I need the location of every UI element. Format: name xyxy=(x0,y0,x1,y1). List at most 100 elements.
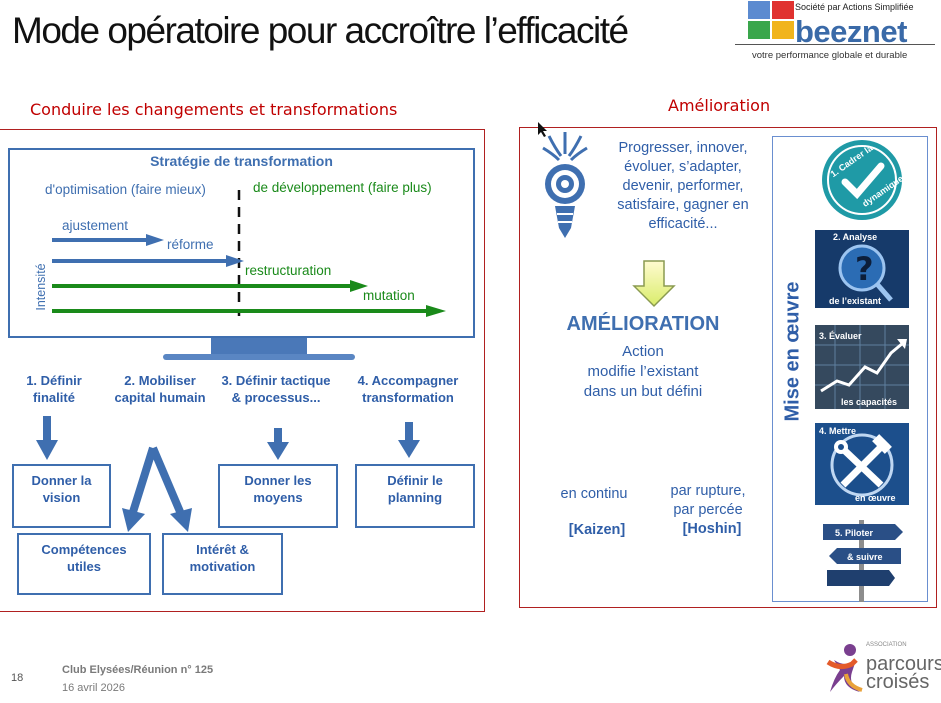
right-panel xyxy=(519,127,937,608)
box-competences-line1: Compétences xyxy=(41,542,127,557)
mouse-cursor-icon xyxy=(538,122,547,137)
label-reforme: réforme xyxy=(167,237,214,252)
tile-2-bottom: de l’existant xyxy=(829,296,882,306)
arrow-down-icon xyxy=(267,428,289,460)
logo-name: beeznet xyxy=(795,14,907,49)
strategy-arrows xyxy=(52,190,446,317)
beeznet-logo-mark-icon xyxy=(748,1,794,39)
progress-line-2: évoluer, s’adapter, xyxy=(624,159,742,175)
definition-line-1: Action xyxy=(622,343,664,360)
tile-mettre: 4. Mettre en œuvre xyxy=(815,423,909,505)
step-2: 2. Mobiliser capital humain xyxy=(104,372,216,406)
step-2-sub: capital humain xyxy=(114,390,206,405)
box-moyens: Donner les moyens xyxy=(218,464,338,528)
step-1: 1. Définir finalité xyxy=(8,372,100,406)
tile-3-bottom: les capacités xyxy=(841,397,898,407)
step-4-sub: transformation xyxy=(362,390,454,405)
box-interet: Intérêt & motivation xyxy=(162,533,283,595)
definition-line-2: modifie l’existant xyxy=(587,363,699,380)
slide-title: Mode opératoire pour accroître l’efficac… xyxy=(12,10,629,51)
partner-line-1: parcours xyxy=(866,653,941,675)
partner-name: parcours croisés xyxy=(866,653,941,693)
yellow-down-arrow-icon xyxy=(632,260,676,308)
monitor-stand-neck xyxy=(211,338,307,358)
step-2-num: 2. Mobiliser xyxy=(124,373,196,388)
box-interet-line1: Intérêt & xyxy=(196,542,249,557)
label-restructuration: restructuration xyxy=(245,263,332,278)
step-1-sub: finalité xyxy=(33,390,75,405)
box-vision-line2: vision xyxy=(42,490,81,505)
arrow-tip-right xyxy=(170,508,192,532)
tile-piloter: 5. Piloter & suivre xyxy=(815,516,909,602)
amelioration-definition: Action modifie l’existant dans un but dé… xyxy=(545,342,741,402)
tile-cadrer: 1. Cadrer la dynamique xyxy=(815,138,909,222)
step-4-num: 4. Accompagner xyxy=(357,373,459,388)
progress-line-1: Progresser, innover, xyxy=(618,140,748,156)
step-4: 4. Accompagner transformation xyxy=(342,372,474,406)
step-3-num: 3. Définir tactique xyxy=(221,373,331,388)
step-3-sub: & processus... xyxy=(231,390,321,405)
label-intensite: Intensité xyxy=(34,263,48,311)
box-vision: Donner la vision xyxy=(12,464,111,528)
arrow-ajustement xyxy=(52,234,164,246)
question-magnifier-icon: ? xyxy=(838,244,893,302)
continu-label: en continu xyxy=(560,486,628,502)
progress-line-3: devenir, performer, xyxy=(622,178,744,194)
step-arrows xyxy=(36,416,420,532)
box-planning: Définir le planning xyxy=(355,464,475,528)
amelioration-heading: AMÉLIORATION xyxy=(566,313,720,335)
strategy-box xyxy=(8,148,475,338)
left-panel xyxy=(0,129,485,612)
section-left-heading: Conduire les changements et transformati… xyxy=(30,100,398,119)
box-moyens-line2: moyens xyxy=(253,490,303,505)
rupture-line-1: par rupture, xyxy=(670,483,746,499)
box-interet-line2: motivation xyxy=(189,559,256,574)
kaizen-label: [Kaizen] xyxy=(568,522,626,538)
svg-text:?: ? xyxy=(855,250,874,288)
tile-4-top: 4. Mettre xyxy=(819,426,857,436)
rising-chart-icon xyxy=(815,325,909,409)
box-moyens-line1: Donner les xyxy=(244,473,312,488)
tile-3-top: 3. Évaluer xyxy=(819,331,862,341)
rupture-line-2: par percée xyxy=(673,502,743,518)
tile-2-top: 2. Analyse xyxy=(833,232,878,242)
strategy-developpement: de développement (faire plus) xyxy=(253,180,432,195)
footer-date: 16 avril 2026 xyxy=(62,682,125,694)
progress-line-4: satisfaire, gagner en xyxy=(617,197,749,213)
monitor-stand-base xyxy=(163,354,355,360)
section-right-heading: Amélioration xyxy=(668,96,771,115)
arrow-down-icon xyxy=(36,416,58,460)
strategy-title: Stratégie de transformation xyxy=(150,153,333,169)
tile-5-bottom: & suivre xyxy=(847,552,883,562)
mise-en-oeuvre-label: Mise en œuvre xyxy=(781,281,804,422)
arrow-reforme xyxy=(52,255,244,267)
arrow-restructuration xyxy=(52,280,368,292)
arrow-tip-left xyxy=(122,508,145,532)
box-competences: Compétences utiles xyxy=(17,533,151,595)
tile-4-bottom: en œuvre xyxy=(855,493,896,503)
split-arrows-icon xyxy=(129,446,185,516)
signpost-icon xyxy=(823,520,903,602)
wrench-hammer-icon xyxy=(830,433,894,497)
progress-line-5: efficacité... xyxy=(648,216,718,232)
partner-small-label: ASSOCIATION xyxy=(866,642,907,648)
progress-text: Progresser, innover, évoluer, s’adapter,… xyxy=(600,139,766,234)
tile-evaluer: 3. Évaluer les capacités xyxy=(815,325,909,409)
target-bulb-icon xyxy=(542,132,588,238)
rupture-text: par rupture, par percée xyxy=(652,482,764,520)
tile-analyse: ? 2. Analyse de l’existant xyxy=(815,230,909,308)
step-1-num: 1. Définir xyxy=(26,373,82,388)
box-competences-line2: utiles xyxy=(67,559,101,574)
strategy-optimisation: d'optimisation (faire mieux) xyxy=(45,182,206,197)
box-planning-line1: Définir le xyxy=(387,473,443,488)
logo-divider xyxy=(735,44,935,45)
definition-line-3: dans un but défini xyxy=(583,383,703,400)
mise-en-oeuvre-box xyxy=(772,136,928,602)
beeznet-logo xyxy=(740,0,940,66)
partner-line-2: croisés xyxy=(866,671,930,693)
parcours-croises-mark-icon xyxy=(826,644,863,692)
hoshin-label: [Hoshin] xyxy=(682,521,742,537)
box-vision-line1: Donner la xyxy=(31,473,92,488)
logo-tagline: votre performance globale et durable xyxy=(752,50,908,61)
label-ajustement: ajustement xyxy=(62,218,129,233)
